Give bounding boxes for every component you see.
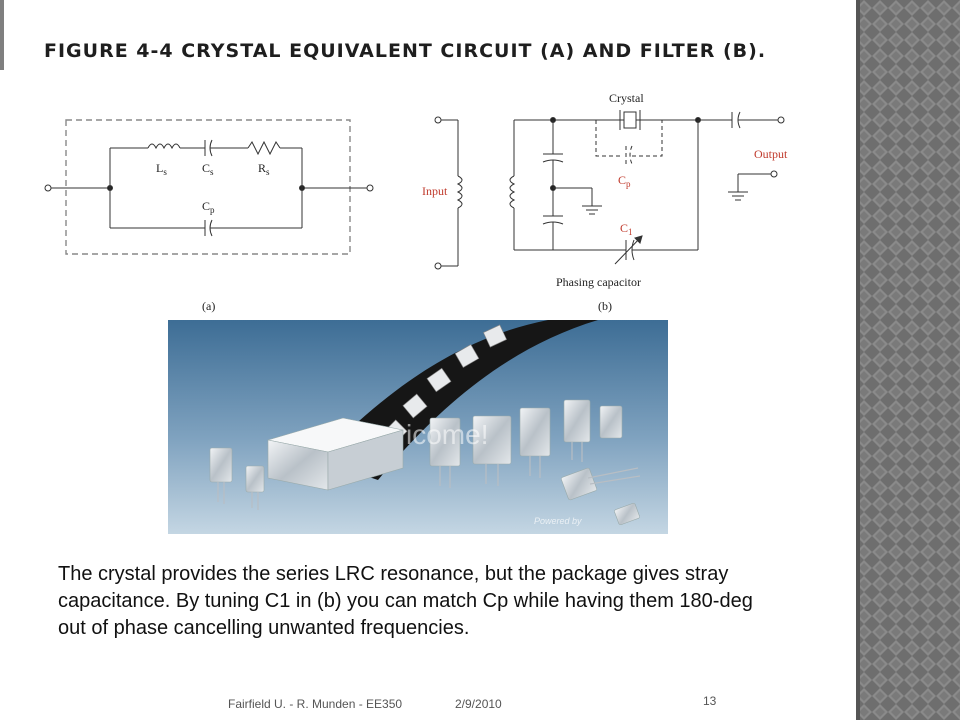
label-output: Output	[754, 147, 788, 161]
label-input: Input	[422, 184, 448, 198]
decorative-side-panel	[856, 0, 960, 720]
label-crystal: Crystal	[609, 91, 644, 105]
circuit-diagram: Ls Cs Rs Cp (a)	[44, 91, 788, 313]
label-ls: Ls	[156, 161, 167, 177]
photo-credit: Powered by	[534, 516, 582, 526]
footer-left: Fairfield U. - R. Munden - EE350	[228, 697, 403, 711]
label-cs: Cs	[202, 161, 214, 177]
slide-title: Figure 4-4 Crystal equivalent circuit (a…	[44, 40, 767, 62]
circuit-a: Ls Cs Rs Cp (a)	[44, 119, 374, 313]
footer-date: 2/9/2010	[455, 697, 502, 711]
label-rs: Rs	[258, 161, 270, 177]
label-c1: C1	[620, 221, 633, 237]
caption-a: (a)	[202, 299, 215, 313]
label-cp-b: Cp	[618, 173, 631, 189]
crystal-photo: icome! Powered by	[168, 320, 668, 534]
caption-b: (b)	[598, 299, 612, 313]
title-accent-bar	[0, 0, 4, 70]
footer-page-number: 13	[703, 694, 717, 708]
label-cp-a: Cp	[202, 199, 215, 215]
label-phasing-capacitor: Phasing capacitor	[556, 275, 641, 289]
circuit-b: Crystal Input Output Cp C1 Phasing capac…	[422, 91, 788, 313]
photo-watermark: icome!	[406, 419, 488, 450]
slide-body-text: The crystal provides the series LRC reso…	[58, 563, 753, 639]
